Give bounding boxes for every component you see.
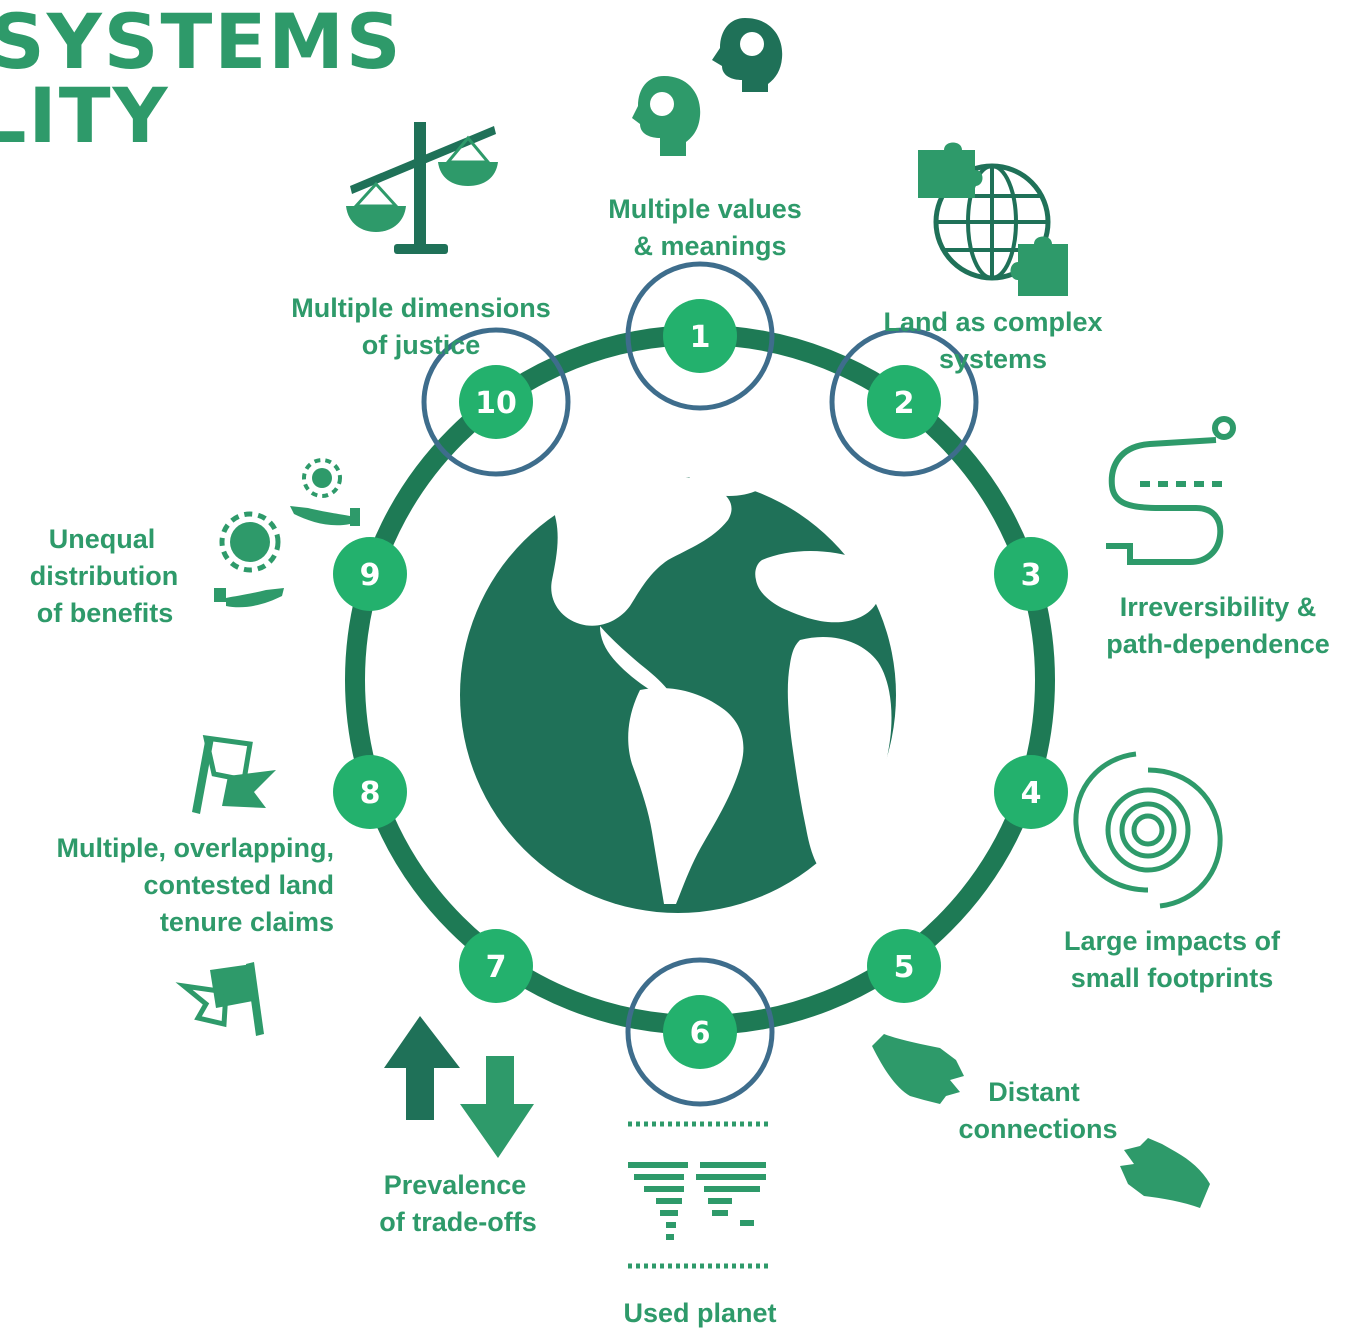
path-pin-icon [1106, 416, 1236, 565]
item-3-line-2: path-dependence [1106, 629, 1330, 659]
up-down-arrows-icon [384, 1016, 534, 1158]
heads-icon [632, 18, 783, 156]
node-2-circle [867, 365, 941, 439]
node-7-number: 7 [486, 950, 507, 985]
label-item-3: Irreversibility & path-dependence [1106, 592, 1330, 659]
item-9-line-3: of benefits [37, 598, 174, 628]
item-9-line-2: distribution [30, 561, 178, 591]
highlight-ring-6 [625, 957, 775, 1107]
node-10: 10 [459, 365, 533, 439]
label-item-9: Unequal distribution of benefits [30, 524, 178, 628]
label-item-1: Multiple values & meanings [608, 194, 802, 261]
label-item-2: Land as complex systems [883, 307, 1102, 374]
highlight-layer [421, 261, 979, 1107]
label-item-10: Multiple dimensions of justice [291, 293, 551, 360]
node-1-circle [663, 299, 737, 373]
reaching-hands-icon [872, 1034, 1210, 1208]
node-9-circle [333, 537, 407, 611]
node-9-number: 9 [360, 558, 381, 593]
item-4-line-1: Large impacts of [1064, 926, 1281, 956]
node-8-circle [333, 755, 407, 829]
node-5-circle [867, 929, 941, 1003]
flags-icon [175, 735, 276, 1036]
distant-line-2: connections [958, 1114, 1117, 1144]
node-6-number: 6 [690, 1016, 711, 1051]
title-line-2: LITY [0, 71, 170, 160]
item-10-line-1: Multiple dimensions [291, 293, 551, 323]
item-2-line-1: Land as complex [883, 307, 1102, 337]
item-8-line-3: tenure claims [160, 907, 334, 937]
node-2: 2 [867, 365, 941, 439]
item-7-line-1: Prevalence [384, 1170, 527, 1200]
item-6-line-1: Used planet [623, 1298, 776, 1328]
node-10-circle [459, 365, 533, 439]
item-1-line-2: & meanings [633, 231, 786, 261]
node-1: 1 [663, 299, 737, 373]
node-6-circle [663, 995, 737, 1069]
node-2-number: 2 [894, 386, 915, 421]
dotted-world-icon [628, 1121, 772, 1269]
node-3: 3 [994, 537, 1068, 611]
distant-line-1: Distant [988, 1077, 1080, 1107]
node-7: 7 [459, 929, 533, 1003]
item-2-line-2: systems [939, 344, 1047, 374]
node-7-circle [459, 929, 533, 1003]
node-1-number: 1 [690, 320, 711, 355]
highlight-ring-10 [421, 327, 571, 477]
swirl-icon [1073, 751, 1223, 909]
node-3-number: 3 [1021, 558, 1042, 593]
hands-coins-icon [214, 458, 360, 608]
item-3-line-1: Irreversibility & [1120, 592, 1317, 622]
title-line-1: SYSTEMS [0, 0, 403, 86]
label-item-6: Used planet [623, 1298, 776, 1328]
item-9-line-1: Unequal [49, 524, 156, 554]
label-item-4: Large impacts of small footprints [1064, 926, 1281, 993]
node-6: 6 [663, 995, 737, 1069]
globe-puzzle-icon [918, 142, 1068, 296]
label-distant: Distant connections [958, 1077, 1117, 1144]
node-10-number: 10 [475, 386, 517, 421]
item-8-line-2: contested land [143, 870, 334, 900]
node-layer: 1 2 3 4 5 6 7 8 9 10 [333, 299, 1068, 1069]
item-8-line-1: Multiple, overlapping, [56, 833, 334, 863]
node-5-number: 5 [894, 950, 915, 985]
node-8: 8 [333, 755, 407, 829]
item-10-line-2: of justice [362, 330, 481, 360]
node-9: 9 [333, 537, 407, 611]
item-1-line-1: Multiple values [608, 194, 802, 224]
label-item-7: Prevalence of trade-offs [379, 1170, 537, 1237]
node-4-circle [994, 755, 1068, 829]
node-4: 4 [994, 755, 1068, 829]
node-3-circle [994, 537, 1068, 611]
node-4-number: 4 [1021, 776, 1042, 811]
globe-icon [460, 458, 896, 913]
node-5: 5 [867, 929, 941, 1003]
node-8-number: 8 [360, 776, 381, 811]
item-7-line-2: of trade-offs [379, 1207, 537, 1237]
highlight-ring-1 [625, 261, 775, 411]
label-item-8: Multiple, overlapping, contested land te… [56, 833, 334, 937]
highlight-ring-2 [829, 327, 979, 477]
scales-icon [346, 122, 498, 254]
item-4-line-2: small footprints [1071, 963, 1274, 993]
